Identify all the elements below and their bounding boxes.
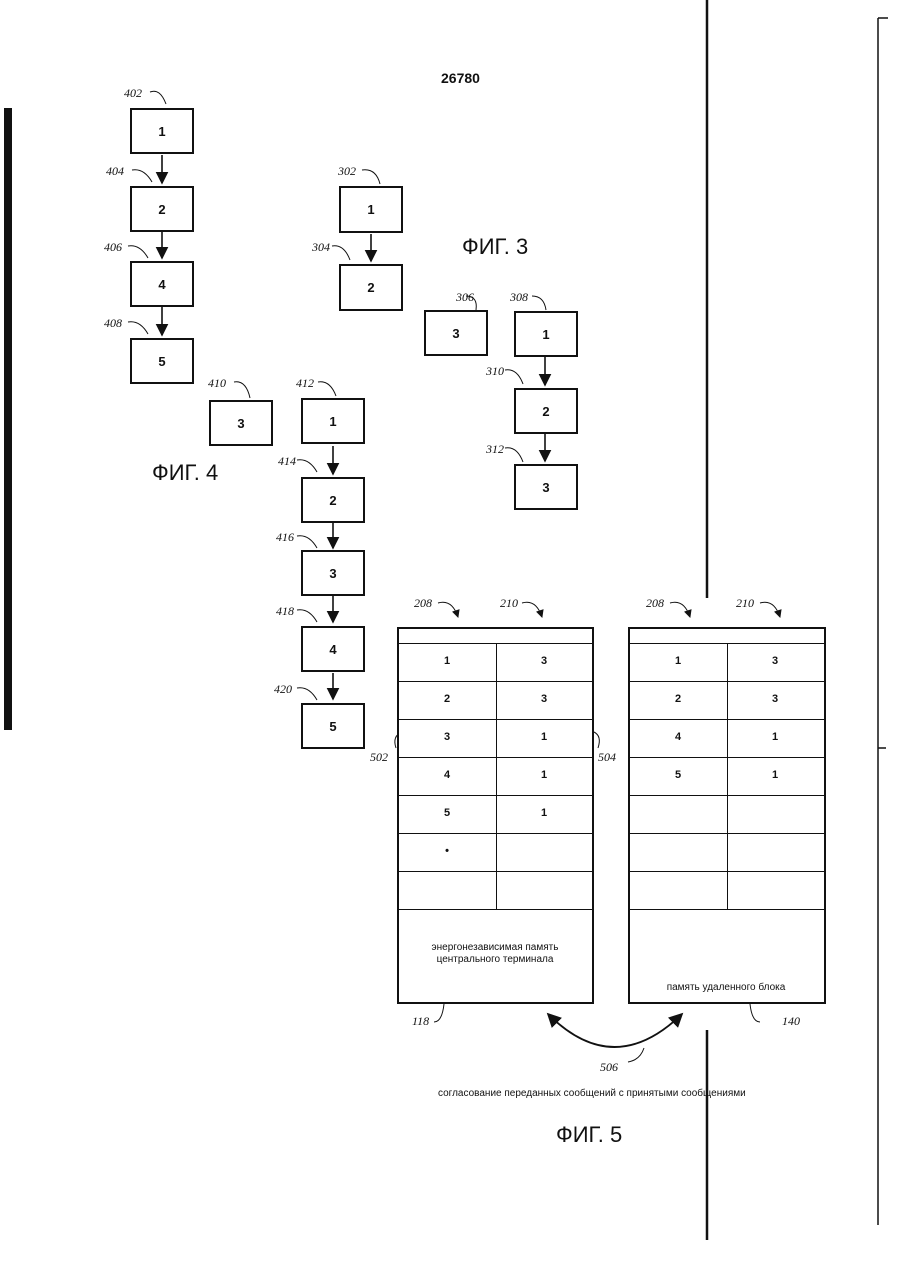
fig5-caption: ФИГ. 5 bbox=[556, 1122, 622, 1148]
ref-404: 404 bbox=[106, 164, 124, 179]
fig4-block-418: 4 bbox=[301, 626, 365, 672]
document-number: 26780 bbox=[441, 70, 480, 86]
remote-table-cell-count: 3 bbox=[755, 655, 795, 667]
ref-208-right: 208 bbox=[646, 596, 664, 611]
remote-table-cell-count: 1 bbox=[755, 731, 795, 743]
remote-table-row bbox=[630, 833, 824, 872]
ref-306: 306 bbox=[456, 290, 474, 305]
ref-408: 408 bbox=[104, 316, 122, 331]
fig3-block-310: 2 bbox=[514, 388, 578, 434]
central-table-row: 41 bbox=[399, 757, 592, 796]
ref-140: 140 bbox=[782, 1014, 800, 1029]
remote-table-cell-id: 5 bbox=[658, 769, 698, 781]
ref-312: 312 bbox=[486, 442, 504, 457]
ref-208-left: 208 bbox=[414, 596, 432, 611]
ref-414: 414 bbox=[278, 454, 296, 469]
fig4-block-406: 4 bbox=[130, 261, 194, 307]
ref-420: 420 bbox=[274, 682, 292, 697]
remote-table-row bbox=[630, 795, 824, 834]
remote-table-cell-count: 3 bbox=[755, 693, 795, 705]
remote-table-cell-id: 2 bbox=[658, 693, 698, 705]
central-table-row: 13 bbox=[399, 643, 592, 682]
central-table-cell-id: 5 bbox=[427, 807, 467, 819]
fig4-block-416: 3 bbox=[301, 550, 365, 596]
fig4-block-408: 5 bbox=[130, 338, 194, 384]
central-table-cell-count: 3 bbox=[524, 693, 564, 705]
central-table-cell-count: 1 bbox=[524, 769, 564, 781]
central-table-cell-id: 4 bbox=[427, 769, 467, 781]
central-table-cell-id: • bbox=[427, 845, 467, 857]
ref-506: 506 bbox=[600, 1060, 618, 1075]
fig4-caption: ФИГ. 4 bbox=[152, 460, 218, 486]
remote-table-row: 41 bbox=[630, 719, 824, 758]
central-table-cell-count: 1 bbox=[524, 807, 564, 819]
central-table-row: 51 bbox=[399, 795, 592, 834]
remote-table-cell-id: 4 bbox=[658, 731, 698, 743]
central-table-cell-id: 3 bbox=[427, 731, 467, 743]
ref-402: 402 bbox=[124, 86, 142, 101]
central-table-cell-id: 2 bbox=[427, 693, 467, 705]
fig3-block-306: 3 bbox=[424, 310, 488, 356]
remote-table-row: 51 bbox=[630, 757, 824, 796]
remote-unit-memory-caption: память удаленного блока bbox=[636, 982, 816, 994]
fig4-block-412: 1 bbox=[301, 398, 365, 444]
fig4-block-414: 2 bbox=[301, 477, 365, 523]
ref-304: 304 bbox=[312, 240, 330, 255]
sync-double-arrow bbox=[548, 1014, 682, 1047]
fig4-block-410: 3 bbox=[209, 400, 273, 446]
remote-unit-memory-table: 13234151 bbox=[628, 627, 826, 1004]
ref-210-left: 210 bbox=[500, 596, 518, 611]
fig3-block-304: 2 bbox=[339, 264, 403, 311]
ref-410: 410 bbox=[208, 376, 226, 391]
remote-table-row bbox=[630, 871, 824, 910]
ref-310: 310 bbox=[486, 364, 504, 379]
remote-table-cell-count: 1 bbox=[755, 769, 795, 781]
remote-table-row: 13 bbox=[630, 643, 824, 682]
ref-302: 302 bbox=[338, 164, 356, 179]
central-table-cell-count: 1 bbox=[524, 731, 564, 743]
fig3-block-308: 1 bbox=[514, 311, 578, 357]
ref-210-right: 210 bbox=[736, 596, 754, 611]
central-table-row: 23 bbox=[399, 681, 592, 720]
central-table-row: • bbox=[399, 833, 592, 872]
ref-412: 412 bbox=[296, 376, 314, 391]
ref-406: 406 bbox=[104, 240, 122, 255]
ref-118: 118 bbox=[412, 1014, 429, 1029]
ref-308: 308 bbox=[510, 290, 528, 305]
central-table-cell-count: 3 bbox=[524, 655, 564, 667]
fig3-block-302: 1 bbox=[339, 186, 403, 233]
ref-416: 416 bbox=[276, 530, 294, 545]
fig3-block-312: 3 bbox=[514, 464, 578, 510]
fig4-block-404: 2 bbox=[130, 186, 194, 232]
ref-504: 504 bbox=[598, 750, 616, 765]
ref-418: 418 bbox=[276, 604, 294, 619]
sync-caption: согласование переданных сообщений с прин… bbox=[438, 1088, 746, 1099]
remote-table-row: 23 bbox=[630, 681, 824, 720]
fig3-caption: ФИГ. 3 bbox=[462, 234, 528, 260]
fig4-block-420: 5 bbox=[301, 703, 365, 749]
central-table-row: 31 bbox=[399, 719, 592, 758]
fig4-block-402: 1 bbox=[130, 108, 194, 154]
left-margin-bar bbox=[4, 108, 12, 730]
remote-table-cell-id: 1 bbox=[658, 655, 698, 667]
central-table-cell-id: 1 bbox=[427, 655, 467, 667]
central-terminal-memory-caption: энергонезависимая память центрального те… bbox=[420, 942, 570, 966]
ref-502: 502 bbox=[370, 750, 388, 765]
central-table-row bbox=[399, 871, 592, 910]
